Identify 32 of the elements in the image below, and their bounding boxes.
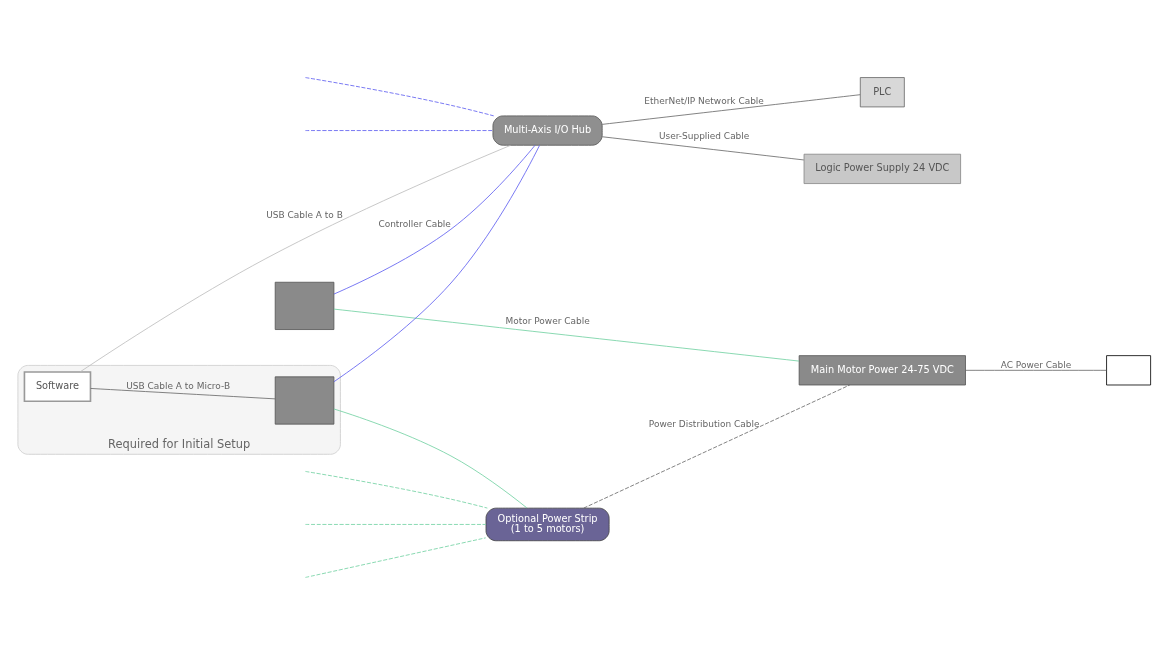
connector: [90, 387, 276, 399]
edge-label: USB Cable A to Micro-B: [126, 380, 231, 391]
connector: [583, 384, 851, 508]
connector: [333, 308, 800, 361]
node-box: PLC: [859, 76, 905, 107]
connector: [601, 93, 861, 125]
connector: [305, 523, 487, 525]
connector: [333, 144, 536, 294]
connector: [305, 76, 495, 116]
edge-label: USB Cable A to B: [266, 209, 343, 220]
connector: [79, 144, 511, 372]
edge-label: User-Supplied Cable: [658, 130, 750, 141]
node-box: Logic Power Supply 24 VDC: [803, 153, 961, 184]
connector: [601, 135, 805, 160]
node-box: Optional Power Strip (1 to 5 motors): [485, 507, 610, 541]
connector: [333, 144, 540, 382]
node-box: Multi-Axis I/O Hub: [492, 114, 603, 146]
edge-label: EtherNet/IP Network Cable: [644, 95, 764, 106]
connector: [305, 536, 487, 578]
node-box: [274, 281, 335, 330]
node-box: Software: [23, 370, 92, 402]
edge-label: Controller Cable: [378, 218, 451, 229]
node-box: [274, 375, 335, 425]
node-box: [1106, 354, 1151, 385]
connector: [305, 129, 494, 131]
edge-label: AC Power Cable: [1000, 359, 1072, 370]
connector: [965, 369, 1107, 371]
edge-label: Power Distribution Cable: [648, 418, 760, 429]
node-box: Main Motor Power 24-75 VDC: [798, 354, 966, 385]
edge-label: Motor Power Cable: [505, 315, 590, 326]
connector: [333, 408, 528, 508]
connector: [305, 470, 488, 508]
